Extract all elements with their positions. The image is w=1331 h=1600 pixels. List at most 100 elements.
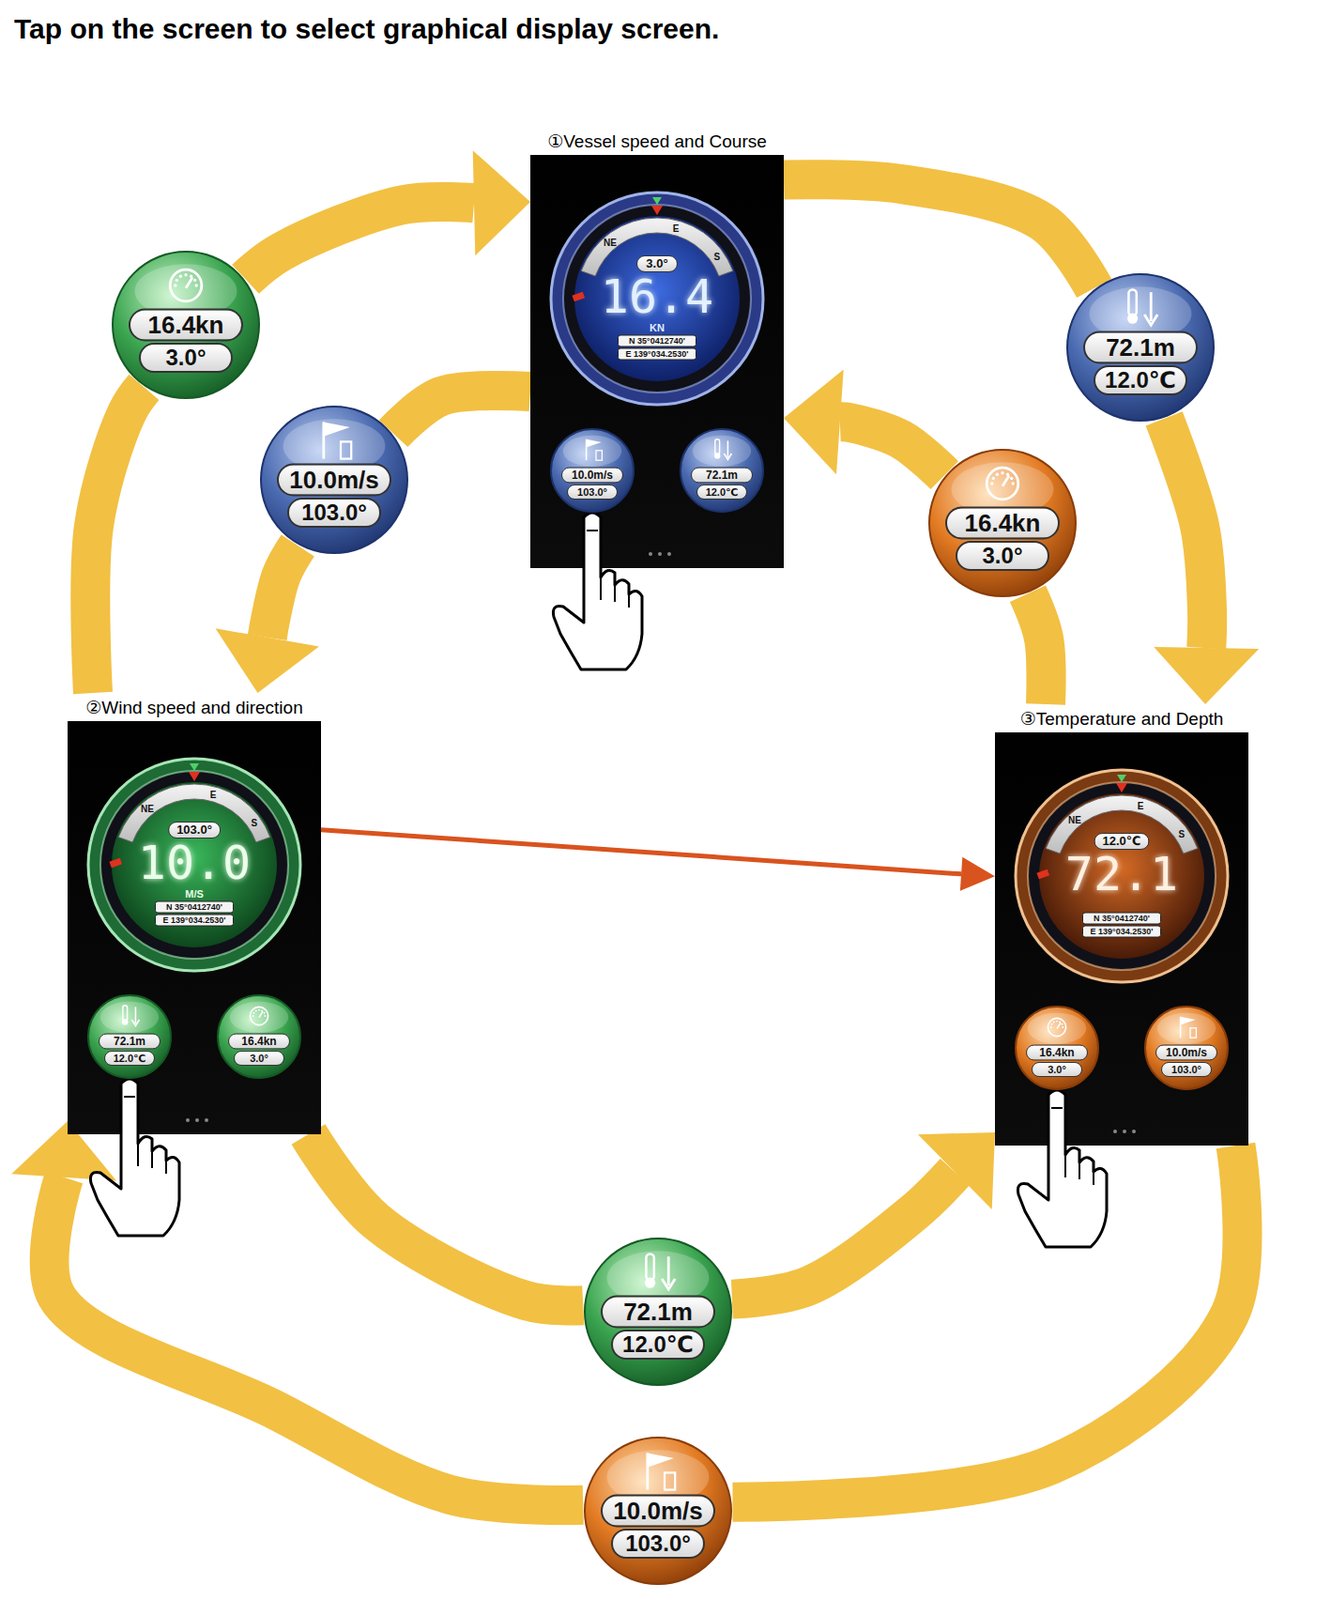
arrow-head [473, 150, 531, 256]
icon-dial [986, 467, 1019, 500]
hand-pointer [1015, 1086, 1110, 1249]
transition-arrow [1153, 418, 1259, 704]
icon-thermometer [645, 1253, 654, 1280]
icon-flag [1180, 1016, 1196, 1026]
icon-tick [1009, 476, 1013, 480]
icon-tick [258, 1009, 261, 1011]
icon-tick [183, 273, 187, 276]
badge-circle [1015, 1006, 1099, 1089]
badge-circle [1067, 274, 1214, 421]
hand-outline [1017, 1089, 1107, 1247]
hand-pointer [88, 1075, 183, 1238]
gauge-dial [111, 781, 277, 948]
compass-band [1045, 795, 1198, 854]
heading-marker [1116, 782, 1128, 793]
gauge-ring [88, 758, 301, 971]
hand-outline [552, 512, 643, 670]
page-dot [1113, 1129, 1117, 1133]
icon-tick [1050, 1023, 1053, 1026]
badge-value: 72.1m [600, 1295, 716, 1329]
icon-dial [249, 1006, 268, 1025]
arrow-band [783, 179, 1095, 289]
icon-depth-head [1144, 314, 1158, 325]
hand-crease [165, 1160, 168, 1174]
badge-icon [122, 1005, 139, 1026]
icon-tick [252, 1011, 255, 1014]
mini-gauge: 16.4kn3.0° [215, 993, 303, 1080]
icon-flag [323, 421, 351, 436]
icon-depth-head [723, 453, 732, 459]
arrow-head [917, 1132, 995, 1209]
icon-bulb [1127, 313, 1138, 324]
target-marker [189, 763, 199, 771]
transition-arrow [1027, 593, 1047, 704]
page-dots [1111, 1127, 1140, 1135]
hand-outline [90, 1078, 180, 1236]
icon-tick [1000, 471, 1004, 475]
icon-tick [990, 481, 994, 485]
icon-depth-head [661, 1278, 675, 1289]
main-reading: 72.1 [1065, 850, 1179, 898]
icon-tick [263, 1014, 266, 1017]
icon-flag [586, 439, 602, 448]
badge-icon [1180, 1016, 1197, 1038]
arrow-band [1163, 418, 1208, 648]
icon-tick [193, 278, 197, 282]
gauge-dial: NEES103.0°10.0M/SN 35°0412740'E 139°034.… [86, 756, 303, 973]
icon-tick [175, 278, 179, 282]
compass-label: S [1178, 828, 1186, 840]
badge-circle [584, 1238, 732, 1385]
gauge-dial: NEES12.0℃72.1N 35°0412740'E 139°034.2530… [1013, 767, 1230, 984]
compass-label: S [251, 817, 259, 828]
transition-arrow [308, 1133, 584, 1305]
reading-value: 103.0° [566, 484, 618, 500]
target-marker [652, 197, 662, 205]
badge-gloss [563, 435, 623, 467]
reading-value: 103.0° [1161, 1061, 1212, 1077]
icon-needle [185, 277, 193, 289]
icon-meter [664, 1471, 675, 1489]
badge-icon [986, 467, 1019, 500]
range-marker [1036, 869, 1050, 880]
badge-icon [647, 1452, 675, 1489]
arrow-band [1027, 593, 1047, 704]
page-dots [646, 550, 675, 558]
arrow-head [1153, 646, 1259, 704]
icon-tick [179, 275, 183, 278]
badge-gloss [1157, 1012, 1217, 1044]
reading-value: 16.4kn [228, 1033, 291, 1050]
page-dots [183, 1116, 213, 1124]
arrow-head [783, 368, 844, 475]
icon-tick [992, 476, 995, 480]
page-dot [1132, 1129, 1136, 1133]
hand-pointer [550, 509, 645, 672]
badge-circle [217, 994, 301, 1078]
badge-icon [323, 421, 352, 459]
transition-arrow [245, 150, 531, 279]
arrow-band [732, 1145, 1242, 1502]
badge-circle [260, 406, 408, 553]
icon-dial [169, 269, 202, 302]
display-screen: ①Vessel speed and CourseNEES3.0°16.4KNN … [530, 126, 784, 568]
main-reading: 16.4 [600, 273, 714, 321]
mini-gauge: 10.0m/s103.0° [549, 427, 636, 514]
badge-value: 103.0° [287, 497, 382, 528]
range-marker [108, 857, 123, 869]
badge-circle [550, 428, 634, 512]
reading-value: 3.0° [233, 1050, 285, 1066]
target-marker [1116, 774, 1127, 782]
badge-circle [88, 994, 171, 1078]
arrow-band [840, 421, 945, 475]
hand-crease [1064, 1154, 1067, 1178]
icon-tick [1055, 1020, 1058, 1023]
badge-circle [1145, 1006, 1228, 1089]
icon-dial [1047, 1017, 1066, 1036]
icon-tick [195, 283, 199, 287]
icon-tick [995, 473, 999, 476]
reading-value: 3.0° [1031, 1061, 1083, 1077]
gauge-inner-ring [563, 204, 751, 393]
badge-value: 12.0℃ [1093, 365, 1188, 396]
badge-value: 16.4kn [128, 308, 244, 342]
position-coordinate: N 35°0412740' [1082, 912, 1162, 925]
badge-icon [714, 439, 732, 460]
